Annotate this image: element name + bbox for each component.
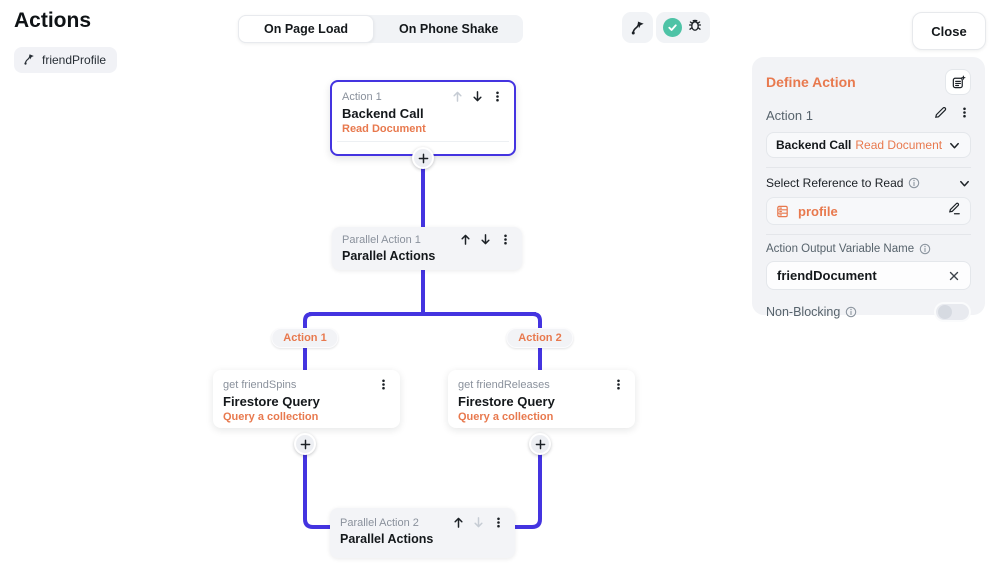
add-action-button[interactable] <box>294 433 316 455</box>
add-action-button[interactable] <box>529 433 551 455</box>
clear-input-icon[interactable] <box>942 270 966 282</box>
action-flow-icon <box>22 52 36 69</box>
node-footer-divider <box>337 141 509 142</box>
trigger-tabbar: On Page Load On Phone Shake <box>238 15 524 43</box>
action-flow-icon <box>631 21 644 35</box>
node-title: Firestore Query <box>458 394 555 409</box>
node-name-label: get friendSpins <box>223 378 297 391</box>
action-node-parallel-2[interactable]: Parallel Action 2 Parallel Actions <box>330 508 515 558</box>
collapse-section-icon[interactable] <box>958 177 971 190</box>
node-title: Parallel Actions <box>340 532 434 546</box>
panel-divider <box>766 234 971 235</box>
action-type-select[interactable]: Backend Call Read Document <box>766 132 971 158</box>
move-down-icon <box>474 517 483 528</box>
edit-reference-icon[interactable] <box>947 201 962 221</box>
kebab-menu-icon[interactable] <box>492 516 505 529</box>
action-type-detail: Read Document <box>855 138 943 152</box>
action-node-parallel-1[interactable]: Parallel Action 1 Parallel Actions <box>332 227 522 270</box>
node-subtitle: Read Document <box>342 123 426 135</box>
define-action-panel: Define Action Action 1 Backend Call Read… <box>752 57 985 322</box>
node-order-label: Action 1 <box>342 90 382 103</box>
node-order-label: Parallel Action 1 <box>342 233 421 246</box>
action-options-kebab-icon[interactable] <box>958 106 971 124</box>
rename-action-icon[interactable] <box>933 105 948 125</box>
copy-action-button[interactable] <box>945 69 971 95</box>
kebab-menu-icon[interactable] <box>491 90 504 103</box>
tab-on-phone-shake[interactable]: On Phone Shake <box>399 22 499 36</box>
tab-on-page-load[interactable]: On Page Load <box>238 15 375 43</box>
kebab-menu-icon[interactable] <box>499 233 512 246</box>
node-title: Backend Call <box>342 106 424 121</box>
reference-value: profile <box>798 203 838 219</box>
panel-divider <box>766 167 971 168</box>
move-down-icon[interactable] <box>479 233 492 246</box>
info-icon <box>908 177 920 189</box>
action-node-firestore-query-right[interactable]: get friendReleases Firestore Query Query… <box>448 370 635 428</box>
node-title: Firestore Query <box>223 394 320 409</box>
action-flow-toolbar-button[interactable] <box>622 12 653 43</box>
move-up-icon[interactable] <box>452 516 465 529</box>
nonblocking-label: Non-Blocking <box>766 305 841 319</box>
page-title: Actions <box>14 9 92 32</box>
info-icon <box>919 243 931 255</box>
action-node-firestore-query-left[interactable]: get friendSpins Firestore Query Query a … <box>213 370 400 428</box>
node-name-label: get friendReleases <box>458 378 550 391</box>
output-variable-label: Action Output Variable Name <box>766 243 915 255</box>
chevron-down-icon <box>950 142 959 148</box>
node-subtitle: Query a collection <box>458 411 554 423</box>
node-subtitle: Query a collection <box>223 411 319 423</box>
output-variable-field <box>766 261 971 290</box>
move-up-icon <box>453 91 462 102</box>
move-down-icon[interactable] <box>471 90 484 103</box>
build-status-group <box>656 12 710 43</box>
action-type-value: Backend Call <box>776 138 852 152</box>
add-action-button[interactable] <box>412 147 434 169</box>
selected-action-label: Action 1 <box>766 107 813 123</box>
node-order-label: Parallel Action 2 <box>340 516 419 529</box>
node-title: Parallel Actions <box>342 249 436 263</box>
reference-value-row[interactable]: profile <box>766 197 971 225</box>
debug-bug-icon[interactable] <box>687 17 703 38</box>
branch-label-action-2[interactable]: Action 2 <box>506 328 574 348</box>
close-button[interactable]: Close <box>912 12 986 50</box>
action-node-backend-call[interactable]: Action 1 Backend Call Read Document <box>330 80 516 156</box>
move-up-icon[interactable] <box>459 233 472 246</box>
info-icon <box>845 306 857 318</box>
reference-section-label: Select Reference to Read <box>766 176 904 190</box>
build-success-icon <box>663 18 682 37</box>
panel-title: Define Action <box>766 74 856 90</box>
trigger-tag-label: friendProfile <box>42 53 107 67</box>
trigger-tag-friendprofile[interactable]: friendProfile <box>14 47 118 73</box>
toggle-knob <box>938 305 952 319</box>
nonblocking-toggle[interactable] <box>934 302 971 322</box>
kebab-menu-icon[interactable] <box>377 378 390 391</box>
kebab-menu-icon[interactable] <box>612 378 625 391</box>
output-variable-input[interactable] <box>777 268 942 283</box>
list-add-icon <box>952 75 965 88</box>
branch-label-action-1[interactable]: Action 1 <box>271 328 339 348</box>
collection-icon <box>777 205 788 217</box>
